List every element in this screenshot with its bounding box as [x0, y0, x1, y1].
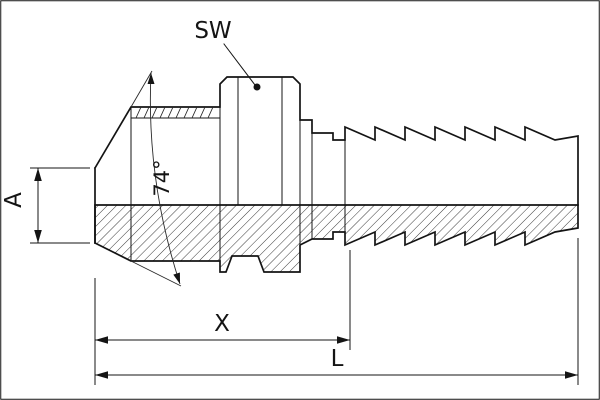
- angle-arc-arrow-top: [147, 73, 155, 84]
- dimension-l: L: [95, 238, 579, 385]
- dimension-l-lines: [95, 238, 579, 385]
- dimension-a-arrow-bottom: [34, 230, 42, 243]
- dimension-a-arrow-top: [34, 168, 42, 181]
- dimension-l-arrow-right: [565, 371, 578, 379]
- hex-nut-detail: [237, 76, 283, 206]
- sw-annotation: SW: [194, 18, 261, 91]
- thread-detail: [130, 106, 221, 119]
- angle-construction-lines: [130, 70, 182, 287]
- sw-label: SW: [194, 18, 231, 44]
- dimension-a: A: [1, 167, 90, 244]
- dimension-a-label: A: [1, 192, 27, 208]
- section-lower-half: [94, 204, 579, 273]
- thread-hatch-ticks: [135, 106, 214, 119]
- body-step-lines: [130, 106, 346, 206]
- angle-arc: [149, 72, 181, 285]
- angle-arc-arrow-bottom: [173, 272, 180, 284]
- outline-path: [93, 76, 579, 244]
- section-step-lines: [130, 204, 346, 262]
- dimension-x-arrow-left: [95, 336, 108, 344]
- dimension-l-arrow-left: [95, 371, 108, 379]
- angle-annotation: 74°: [130, 70, 182, 287]
- dimension-x-arrow-right: [337, 336, 350, 344]
- dimension-x: X: [94, 250, 351, 385]
- dimension-x-label: X: [214, 311, 230, 337]
- dimension-l-label: L: [331, 346, 344, 372]
- angle-value-label: 74°: [150, 159, 174, 196]
- dimension-x-lines: [94, 250, 351, 385]
- section-profile-path: [94, 204, 579, 273]
- outline-upper-half: [93, 76, 579, 244]
- nut-facet-lines: [237, 76, 283, 206]
- sw-reference-dot: [253, 83, 261, 91]
- sw-leader-line: [223, 43, 256, 86]
